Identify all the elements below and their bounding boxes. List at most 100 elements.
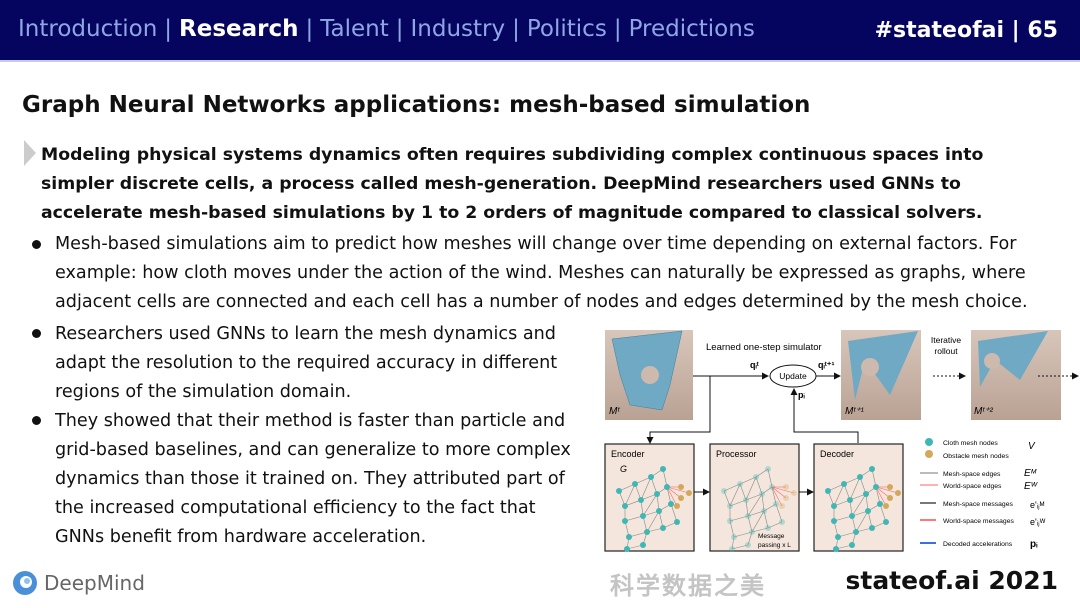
graph-label: G <box>620 464 627 474</box>
nav-industry[interactable]: Industry <box>410 16 506 42</box>
mesh-node <box>853 529 859 535</box>
nav-introduction[interactable]: Introduction <box>18 16 158 42</box>
mesh-node <box>773 501 779 507</box>
mesh-node <box>731 534 737 540</box>
message-label: Message <box>758 533 785 540</box>
frame-mt: Mᵗ <box>605 330 693 420</box>
svg-text:Eᵂ: Eᵂ <box>1024 481 1039 492</box>
bullet-text: Mesh-based simulations aim to predict ho… <box>55 234 1028 312</box>
mesh-node <box>765 525 771 531</box>
nav-talent[interactable]: Talent <box>320 16 389 42</box>
mesh-node <box>849 542 855 548</box>
mesh-node <box>769 484 775 490</box>
mesh-node <box>765 466 771 472</box>
svg-text:Decoder: Decoder <box>820 449 854 459</box>
frame-label: Mᵗ⁺¹ <box>845 406 865 417</box>
mesh-node <box>869 466 875 472</box>
obstacle-node <box>678 484 684 490</box>
mesh-node <box>841 481 847 487</box>
obstacle-node <box>887 495 893 501</box>
q-t-label: qᵢᵗ <box>750 360 759 370</box>
nav-politics[interactable]: Politics <box>526 16 607 42</box>
mesh-node <box>638 497 644 503</box>
bullet-icon <box>32 416 41 425</box>
mesh-node <box>869 525 875 531</box>
mesh-node <box>622 518 628 524</box>
mesh-node <box>721 488 727 494</box>
frame-label: Mᵗ <box>609 406 620 417</box>
mesh-node <box>863 491 869 497</box>
obstacle-node <box>783 484 789 490</box>
mesh-node <box>847 497 853 503</box>
bullet-icon <box>32 329 41 338</box>
bullet-text: Researchers used GNNs to learn the mesh … <box>55 324 558 402</box>
slide-title: Graph Neural Networks applications: mesh… <box>22 92 811 118</box>
simulator-label: Learned one-step simulator <box>706 342 822 353</box>
svg-text:Decoded accelerations: Decoded accelerations <box>943 541 1013 548</box>
mesh-node <box>648 474 654 480</box>
section-nav: Introduction|Research|Talent|Industry|Po… <box>18 16 755 42</box>
mesh-node <box>759 491 765 497</box>
header-bar: Introduction|Research|Talent|Industry|Po… <box>0 0 1080 62</box>
legend: Cloth mesh nodes Obstacle mesh nodes Mes… <box>920 438 1046 550</box>
rollout-label: Iterative <box>931 335 962 345</box>
nav-predictions[interactable]: Predictions <box>628 16 755 42</box>
mesh-graph <box>825 466 901 552</box>
watermark: 科学数据之美 <box>610 572 766 600</box>
obstacle-node <box>678 495 684 501</box>
deepmind-logo-text: DeepMind <box>44 571 145 595</box>
svg-text:Mesh-space edges: Mesh-space edges <box>943 471 1001 478</box>
mesh-node <box>857 474 863 480</box>
mesh-node <box>660 525 666 531</box>
bullet-icon <box>32 240 41 249</box>
mesh-node <box>656 508 662 514</box>
lead-paragraph: Modeling physical systems dynamics often… <box>41 145 984 223</box>
p-label: pᵢ <box>798 390 805 400</box>
mesh-graph <box>721 466 797 552</box>
mesh-node <box>624 546 630 552</box>
nav-research[interactable]: Research <box>179 16 299 42</box>
svg-text:Encoder: Encoder <box>611 449 645 459</box>
frame-label: Mᵗ⁺² <box>974 406 994 417</box>
mesh-node <box>674 519 680 525</box>
mesh-node <box>831 503 837 509</box>
obstacle-node <box>887 484 893 490</box>
svg-text:e'ᵢⱼᵂ: e'ᵢⱼᵂ <box>1030 517 1046 527</box>
mesh-node <box>831 518 837 524</box>
svg-text:Eᴹ: Eᴹ <box>1024 468 1037 479</box>
mesh-node <box>727 518 733 524</box>
mesh-node <box>833 546 839 552</box>
mesh-node <box>883 519 889 525</box>
rollout-label: rollout <box>934 346 958 356</box>
mesh-node <box>753 474 759 480</box>
mesh-node <box>849 513 855 519</box>
mesh-node <box>654 491 660 497</box>
mesh-graph <box>616 466 692 552</box>
svg-text:World-space messages: World-space messages <box>943 518 1014 525</box>
obstacle-node <box>895 490 901 496</box>
mesh-node <box>626 534 632 540</box>
update-node: Update <box>779 371 807 381</box>
slide-tag: #stateofai | 65 <box>874 18 1058 43</box>
mesh-node <box>873 484 879 490</box>
svg-text:V: V <box>1028 441 1036 452</box>
mesh-node <box>737 481 743 487</box>
processor-block: Processor Message passing x L <box>709 443 800 552</box>
obstacle-node <box>791 490 797 496</box>
mesh-node <box>745 513 751 519</box>
lead-arrow-icon <box>24 140 36 166</box>
mesh-node <box>640 513 646 519</box>
frame-mt2: Mᵗ⁺² <box>971 330 1061 420</box>
mesh-node <box>640 542 646 548</box>
mesh-simulation-figure: Mᵗ Mᵗ⁺¹ Mᵗ⁺² Learned one-step simulator … <box>604 330 1079 552</box>
svg-text:Processor: Processor <box>716 449 757 459</box>
mesh-node <box>660 466 666 472</box>
mesh-node <box>877 501 883 507</box>
mesh-node <box>743 497 749 503</box>
deepmind-logo-icon <box>13 571 37 595</box>
mesh-node <box>835 534 841 540</box>
obstacle-node <box>686 490 692 496</box>
svg-text:Cloth mesh nodes: Cloth mesh nodes <box>943 440 998 447</box>
mesh-node <box>729 546 735 552</box>
mesh-node <box>865 508 871 514</box>
